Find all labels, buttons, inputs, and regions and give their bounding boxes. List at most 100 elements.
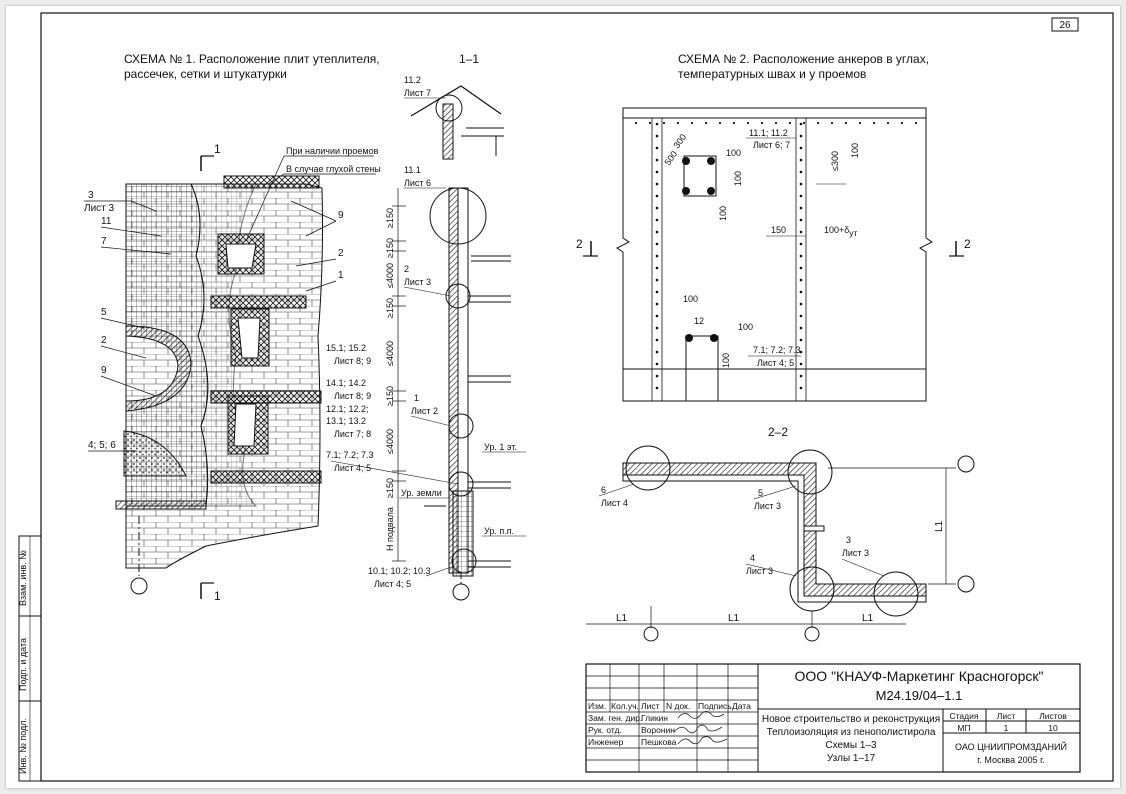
scheme1-title-1: СХЕМА № 1. Расположение плит утеплителя, xyxy=(124,52,380,66)
s2-dim-100-f: 100 xyxy=(738,322,753,332)
s22-label-3-sheet: Лист 3 xyxy=(842,548,869,558)
drawing-canvas: 26 Взам. инв. № Подп. и дата Инв. № подл… xyxy=(18,12,1114,782)
tb-h-izm: Изм. xyxy=(588,701,606,711)
scheme1-title-2: рассечек, сетки и штукатурки xyxy=(124,67,287,81)
level-ground: Ур. земли xyxy=(401,488,442,498)
opening-3 xyxy=(233,403,257,447)
s2-dim-100plus: 100+δут xyxy=(824,225,858,238)
s2-dim-100plus-sub: ут xyxy=(849,228,857,238)
s2-dim-100-b: 100 xyxy=(733,171,743,186)
s2-dim-100-g: 100 xyxy=(721,353,731,368)
node-11-2 xyxy=(435,94,463,122)
dim-2: ≥150 xyxy=(385,238,395,258)
anchor-dot xyxy=(799,242,803,246)
anchor-dot xyxy=(655,350,659,354)
s2-dim-100-d: 100 xyxy=(850,143,860,158)
anchor-dot xyxy=(704,121,708,125)
tb-org: ОАО ЦНИИПРОМЗДАНИЙ xyxy=(955,741,1067,752)
s2-dim-le300: ≤300 xyxy=(830,151,840,171)
section22-insulation xyxy=(622,474,927,603)
anchor-dot xyxy=(788,121,792,125)
s2-dim-100-e: 100 xyxy=(683,294,698,304)
callout-456: 4; 5; 6 xyxy=(88,440,116,451)
drawing-sheet: 26 Взам. инв. № Подп. и дата Инв. № подл… xyxy=(6,6,1120,788)
anchor-dot xyxy=(799,194,803,198)
tb-role-3: Инженер xyxy=(588,737,624,747)
s2-dim-100-a: 100 xyxy=(726,148,741,158)
dim-7: ≤4000 xyxy=(385,429,395,454)
label-2: 2 xyxy=(404,264,409,274)
anchor-dot xyxy=(676,121,680,125)
callout-11: 11 xyxy=(101,216,112,227)
sheet-number: 26 xyxy=(1059,20,1071,31)
axis-marker-b xyxy=(957,575,975,593)
label-11-1: 11.1 xyxy=(404,165,421,175)
dim-9: H подвала xyxy=(385,507,395,551)
s22-label-3: 3 xyxy=(846,535,851,545)
callout-3: 3 xyxy=(88,190,94,201)
anchor-dot xyxy=(655,278,659,282)
anchor-dot xyxy=(655,314,659,318)
section22-wall xyxy=(622,462,927,597)
node-5 xyxy=(787,449,833,495)
anchor-dot xyxy=(655,302,659,306)
tb-code: М24.19/04–1.1 xyxy=(876,688,963,703)
plinth-strip xyxy=(115,500,207,510)
section-2-2: 2–2 L1 L1 L1 L1 6 Лист 4 5 Лист 3 4 Лист… xyxy=(586,425,975,642)
anchor-dot xyxy=(760,121,764,125)
label-14-sheet: Лист 8; 9 xyxy=(334,391,371,401)
anchor-dot xyxy=(799,326,803,330)
tb-desc-3: Схемы 1–3 xyxy=(825,740,877,751)
anchor-dot xyxy=(858,121,862,125)
anchor-dot xyxy=(799,182,803,186)
anchor-dot xyxy=(799,230,803,234)
anchor-dot xyxy=(655,206,659,210)
opening-1 xyxy=(225,243,257,269)
anchor-dot xyxy=(799,170,803,174)
callout-7: 7 xyxy=(101,236,107,247)
anchor-dot xyxy=(655,374,659,378)
s2-cut-right: 2 xyxy=(964,237,971,251)
tb-sheet-label: Лист xyxy=(997,711,1016,721)
anchor-dot xyxy=(799,386,803,390)
anchor-dot xyxy=(799,350,803,354)
tb-name-2: Воронин xyxy=(641,725,675,735)
section22-title: 2–2 xyxy=(768,425,788,439)
anchor-dot xyxy=(886,121,890,125)
anchor-dot xyxy=(655,170,659,174)
s22-label-4-sheet: Лист 3 xyxy=(746,566,773,576)
anchor-dot xyxy=(799,254,803,258)
s2-dim-100-c: 100 xyxy=(718,206,728,221)
dim-5: ≤4000 xyxy=(385,341,395,366)
anchor-dot xyxy=(655,362,659,366)
anchor-dot xyxy=(662,121,666,125)
cut-mark-top: 1 xyxy=(214,142,221,156)
anchor-dot xyxy=(655,158,659,162)
level-pp: Ур. п.п. xyxy=(484,526,514,536)
scheme2-title-1: СХЕМА № 2. Расположение анкеров в углах, xyxy=(678,52,929,66)
anchor-dot xyxy=(914,121,918,125)
callout-9: 9 xyxy=(338,210,344,221)
anchor-dot xyxy=(655,254,659,258)
anchor-dot xyxy=(799,146,803,150)
label-12-sheet: Лист 7; 8 xyxy=(334,429,371,439)
drawing-frame xyxy=(40,12,1114,782)
tb-h-data: Дата xyxy=(732,701,751,711)
anchor-dot xyxy=(655,338,659,342)
s22-label-6-sheet: Лист 4 xyxy=(601,498,628,508)
tb-role-1: Зам. ген. дир. xyxy=(588,713,642,723)
tb-stage-label: Стадия xyxy=(950,711,979,721)
anchor-panel xyxy=(616,107,933,402)
label-15-sheet: Лист 8; 9 xyxy=(334,356,371,366)
label-11-2: 11.2 xyxy=(404,75,421,85)
callout-3-sheet: Лист 3 xyxy=(84,203,115,214)
tb-h-podp: Подпись xyxy=(698,701,732,711)
tb-h-kol: Кол.уч. xyxy=(611,701,639,711)
anchor-dot xyxy=(655,242,659,246)
anchor-dot xyxy=(655,146,659,150)
callout-blank-wall: В случае глухой стены xyxy=(286,164,381,174)
anchor-dot xyxy=(799,302,803,306)
anchor-dot xyxy=(844,121,848,125)
dim-3: ≤4000 xyxy=(385,263,395,288)
anchor-dot xyxy=(655,218,659,222)
